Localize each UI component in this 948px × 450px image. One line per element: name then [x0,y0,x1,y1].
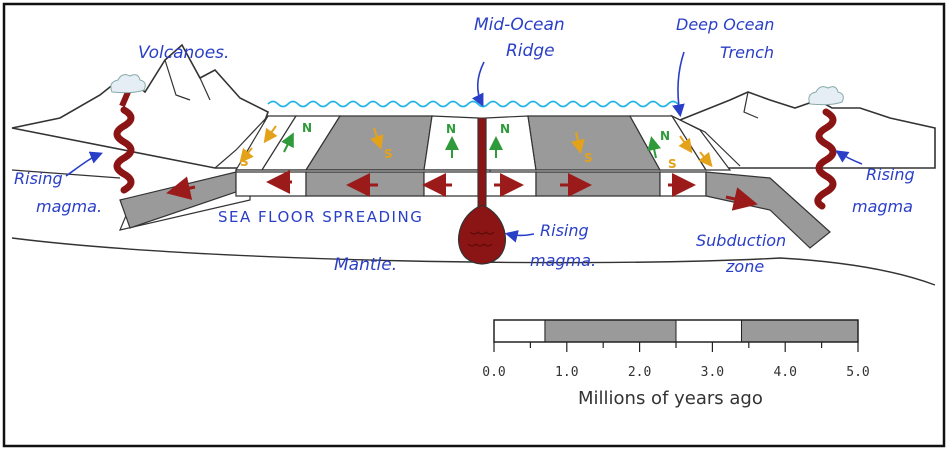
scale-label-5: 4.0 [773,365,796,380]
reversed-polarity-arrows [239,125,713,168]
label-rising-magma-right-line2: magma [852,197,913,216]
scale-label-4: 3.0 [701,365,724,380]
normal-polarity-arrows [281,132,662,159]
arrow-ridge [471,61,485,107]
label-mid-ocean-ridge-line1: Mid-Ocean [474,15,565,35]
polarity-s-3: S [584,151,593,165]
scale-band-4 [741,319,859,343]
label-sea-floor-spreading: SEA FLOOR SPREADING [218,208,423,226]
left-volcano [110,74,146,194]
label-rising-magma-right-line1: Rising [866,165,915,184]
label-subduction-line2: zone [725,257,764,276]
right-volcano [808,86,844,210]
scale-label-2: 1.0 [555,365,578,380]
label-rising-magma-center-line1: Rising [540,221,589,240]
polarity-s-1: S [240,155,249,169]
scale-band-2 [544,319,677,343]
label-subduction-line1: Subduction [696,231,786,250]
label-deep-ocean-line2: Trench [720,43,774,62]
scale-label-6: 5.0 [846,365,869,380]
label-rising-magma-center-line2: magma. [530,251,596,270]
polarity-s-4: S [668,157,677,171]
polarity-n-4: N [660,129,670,143]
arrow-right-magma [835,150,863,165]
polarity-n-3: N [500,122,510,136]
polarity-s-2: S [384,147,393,161]
arrow-trench [672,51,685,118]
label-volcanoes: Volcanoes. [138,43,229,63]
scale-label-1: 0.0 [482,365,505,380]
label-mid-ocean-ridge-line2: Ridge [506,41,555,61]
scale-label-3: 2.0 [628,365,651,380]
right-volcano-smoke-icon [808,86,844,106]
plate-motion-arrows [166,170,758,211]
central-magma [457,117,507,265]
arrow-center-magma [504,230,535,243]
label-deep-ocean-line1: Deep Ocean [676,15,774,34]
label-rising-magma-left-line1: Rising [14,169,63,188]
left-volcano-smoke-icon [110,74,146,94]
polarity-time-scale: 0.0 1.0 2.0 3.0 4.0 5.0 Millions of years ago [482,319,870,409]
label-mantle: Mantle. [334,255,397,275]
arrow-left-magma [65,151,103,177]
scale-band-3 [675,319,743,343]
scale-title: Millions of years ago [578,388,763,409]
scale-band-1 [493,319,546,343]
label-rising-magma-left-line2: magma. [36,197,102,216]
polarity-n-2: N [446,122,456,136]
polarity-n-1: N [302,121,312,135]
